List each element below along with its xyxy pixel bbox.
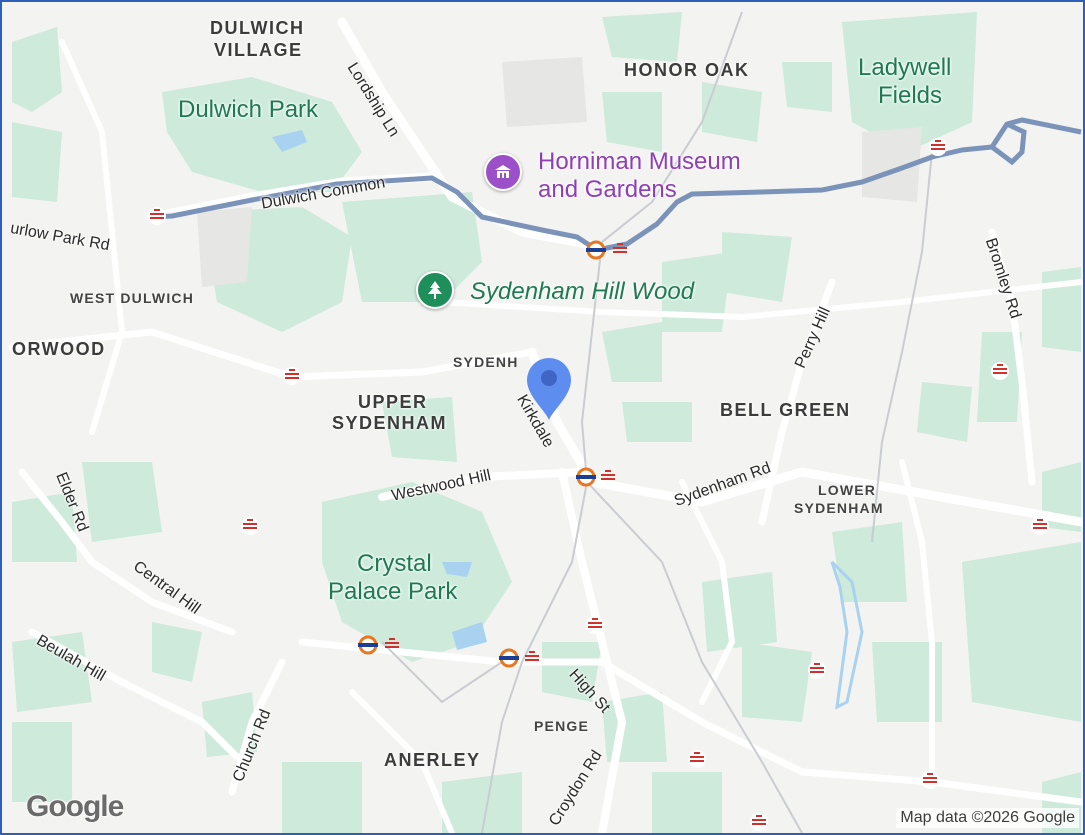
location-pin-icon[interactable] bbox=[527, 358, 571, 420]
museum-icon[interactable] bbox=[484, 153, 522, 191]
district-label: ORWOOD bbox=[12, 339, 106, 359]
district-label: HONOR OAK bbox=[624, 60, 750, 80]
map-attribution[interactable]: Map data ©2026 Google bbox=[896, 808, 1079, 828]
national-rail-icon bbox=[148, 207, 166, 225]
district-label: SYDENHAM bbox=[332, 413, 448, 433]
district-label: PENGE bbox=[534, 718, 590, 734]
urban-blocks bbox=[197, 57, 922, 287]
overground-roundel-icon bbox=[499, 648, 519, 668]
national-rail-icon bbox=[613, 243, 627, 253]
water bbox=[272, 130, 864, 710]
poi-label[interactable]: Horniman Museum bbox=[538, 148, 741, 175]
national-rail-icon bbox=[808, 661, 826, 679]
transit-route bbox=[151, 117, 1082, 253]
district-label: SYDENHAM bbox=[794, 500, 884, 516]
national-rail-icon bbox=[283, 367, 301, 385]
google-logo: Google bbox=[26, 790, 124, 823]
overground-roundel-icon bbox=[576, 467, 596, 487]
park-label: Crystal bbox=[357, 550, 432, 577]
railways bbox=[381, 11, 933, 833]
district-label: BELL GREEN bbox=[720, 400, 851, 420]
poi-label[interactable]: and Gardens bbox=[538, 176, 677, 203]
district-label: UPPER bbox=[358, 392, 428, 412]
district-label: VILLAGE bbox=[214, 40, 303, 60]
poi-label[interactable]: Sydenham Hill Wood bbox=[470, 278, 695, 305]
park-label: Dulwich Park bbox=[178, 96, 319, 123]
national-rail-icon bbox=[1031, 517, 1049, 535]
overground-roundel-icon bbox=[586, 240, 606, 260]
national-rail-icon bbox=[385, 638, 399, 648]
national-rail-icon bbox=[750, 813, 768, 831]
park-label: Fields bbox=[878, 82, 943, 109]
national-rail-icon bbox=[601, 470, 615, 480]
overground-roundel-icon bbox=[358, 635, 378, 655]
national-rail-icon bbox=[929, 138, 947, 156]
rail-stations[interactable] bbox=[148, 138, 1049, 831]
park-label: Palace Park bbox=[328, 578, 458, 605]
route-loop bbox=[990, 121, 1027, 166]
district-label: SYDENH bbox=[453, 354, 519, 370]
district-label: ANERLEY bbox=[384, 750, 481, 770]
district-label: WEST DULWICH bbox=[70, 290, 195, 306]
national-rail-icon bbox=[586, 616, 604, 634]
district-label: LOWER bbox=[818, 482, 877, 498]
tree-icon[interactable] bbox=[416, 271, 454, 309]
national-rail-icon bbox=[525, 651, 539, 661]
district-label: DULWICH bbox=[210, 18, 305, 38]
national-rail-icon bbox=[921, 771, 939, 789]
park-label: Ladywell bbox=[858, 54, 952, 81]
national-rail-icon bbox=[688, 750, 706, 768]
national-rail-icon bbox=[241, 517, 259, 535]
national-rail-icon bbox=[991, 362, 1009, 380]
